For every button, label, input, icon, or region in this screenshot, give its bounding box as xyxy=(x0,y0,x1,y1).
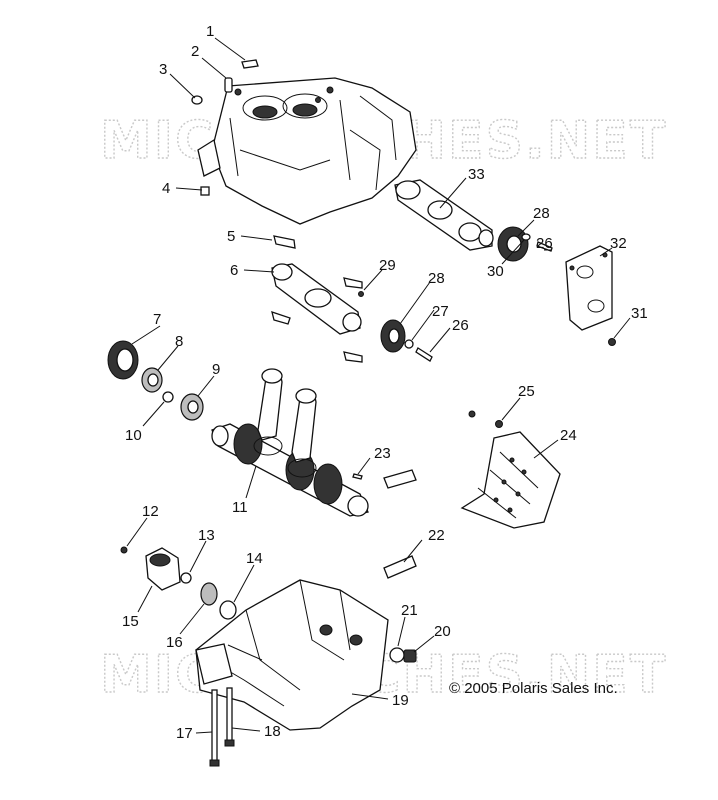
part-28-cam-gear-upper xyxy=(497,226,529,262)
part-18-bolt xyxy=(224,687,235,747)
part-4-plug xyxy=(200,186,210,196)
callout-4: 4 xyxy=(162,180,170,197)
part-30-washer xyxy=(521,233,531,241)
callout-28-upper: 28 xyxy=(533,205,550,222)
leader-lines xyxy=(126,37,631,734)
callout-28-lower: 28 xyxy=(428,270,445,287)
callout-22: 22 xyxy=(428,527,445,544)
callout-23: 23 xyxy=(374,445,391,462)
part-13-oring xyxy=(180,572,192,584)
part-9-bearing xyxy=(180,393,204,421)
part-33-camshaft xyxy=(394,179,494,251)
callout-21: 21 xyxy=(401,602,418,619)
upper-crankcase xyxy=(197,77,417,225)
part-1-dowel xyxy=(241,59,259,69)
part-21-washer xyxy=(389,647,405,663)
callout-2: 2 xyxy=(191,43,199,60)
part-8-seal xyxy=(141,367,163,393)
part-17-bolt xyxy=(209,689,220,767)
part-23-key xyxy=(352,473,363,480)
part-7-oil-seal xyxy=(107,340,139,380)
callout-31: 31 xyxy=(631,305,648,322)
callout-6: 6 xyxy=(230,262,238,279)
callout-15: 15 xyxy=(122,613,139,630)
part-24-baffle-plate xyxy=(460,431,561,529)
copyright-notice: © 2005 Polaris Sales Inc. xyxy=(449,680,618,697)
part-22-bearing-shell xyxy=(383,555,417,579)
callout-14: 14 xyxy=(246,550,263,567)
main-bearing-shell xyxy=(383,469,417,489)
part-26-bolt-upper xyxy=(536,241,553,252)
part-14-snap-ring xyxy=(219,600,237,620)
part-16-bushing xyxy=(200,582,218,606)
callout-5: 5 xyxy=(227,228,235,245)
part-28-balance-gear-lower xyxy=(380,319,406,353)
part-5-bearing xyxy=(273,235,296,249)
callout-12: 12 xyxy=(142,503,159,520)
callout-17: 17 xyxy=(176,725,193,742)
callout-30: 30 xyxy=(487,263,504,280)
bearing-half-a xyxy=(343,277,363,289)
callout-19: 19 xyxy=(392,692,409,709)
part-6-balance-shaft xyxy=(271,263,362,335)
callout-27: 27 xyxy=(432,303,449,320)
callout-25: 25 xyxy=(518,383,535,400)
part-20-plug xyxy=(403,649,417,663)
callout-9: 9 xyxy=(212,361,220,378)
callout-13: 13 xyxy=(198,527,215,544)
callout-20: 20 xyxy=(434,623,451,640)
lower-crankcase xyxy=(195,579,389,731)
part-15-oil-pump xyxy=(145,547,181,591)
callout-16: 16 xyxy=(166,634,183,651)
part-29-key xyxy=(358,291,364,297)
part-10-oring xyxy=(162,391,174,403)
part-26-bolt-lower xyxy=(415,347,433,362)
callout-8: 8 xyxy=(175,333,183,350)
part-32-cover-plate xyxy=(565,245,613,331)
bearing-half-b xyxy=(343,351,363,363)
part-2-pin xyxy=(224,77,233,93)
callout-24: 24 xyxy=(560,427,577,444)
callout-1: 1 xyxy=(206,23,214,40)
part-11-crankshaft xyxy=(211,368,369,517)
part-31-screw xyxy=(608,338,616,346)
part-25-bolt xyxy=(468,410,503,428)
callout-18: 18 xyxy=(264,723,281,740)
callout-29: 29 xyxy=(379,257,396,274)
part-27-washer xyxy=(404,339,414,349)
callout-labels: 1 2 3 4 5 6 7 8 9 10 11 12 13 14 15 16 1… xyxy=(122,23,648,742)
callout-7: 7 xyxy=(153,311,161,328)
callout-26-lower: 26 xyxy=(452,317,469,334)
callout-33: 33 xyxy=(468,166,485,183)
callout-10: 10 xyxy=(125,427,142,444)
callout-32: 32 xyxy=(610,235,627,252)
callout-3: 3 xyxy=(159,61,167,78)
part-12-screw xyxy=(120,546,128,554)
callout-11: 11 xyxy=(232,499,248,516)
callout-26-upper: 26 xyxy=(536,235,553,252)
